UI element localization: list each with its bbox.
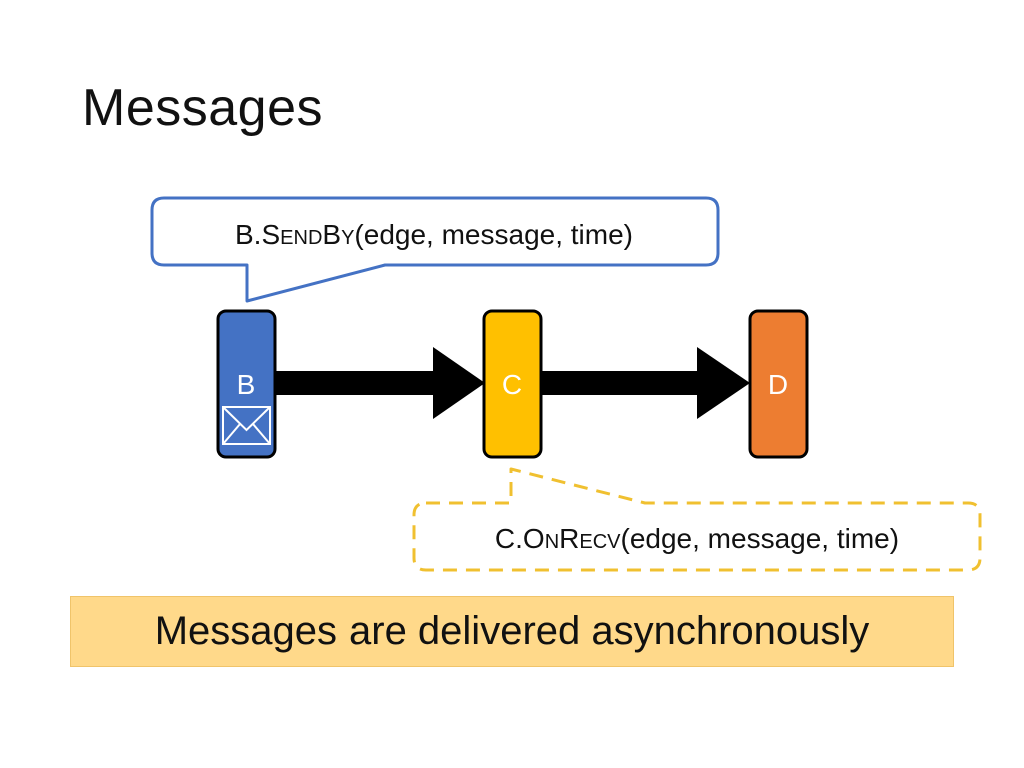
- arrow-b-to-c-shaft: [275, 371, 435, 395]
- recv-callout-method-initial: O: [523, 523, 545, 554]
- recv-callout-args: (edge, message, time): [621, 523, 900, 554]
- envelope-icon: [222, 406, 271, 445]
- arrow-b-to-c-head: [433, 347, 485, 419]
- send-callout-text: B.SENDBY(edge, message, time): [235, 219, 633, 250]
- send-callout-method-smallcaps-1: END: [280, 227, 322, 249]
- send-callout-method-initial: S: [261, 219, 280, 250]
- caption-banner: Messages are delivered asynchronously: [70, 596, 954, 667]
- send-callout-shape: [150, 196, 720, 303]
- node-d-label: D: [768, 369, 788, 400]
- node-c-box: [482, 309, 543, 459]
- recv-callout-prefix: C.: [495, 523, 523, 554]
- caption-rest: are delivered asynchronously: [349, 609, 870, 653]
- node-d-box: [748, 309, 809, 459]
- node-b-label: B: [237, 369, 256, 400]
- arrow-c-to-d-head: [697, 347, 750, 419]
- recv-callout-method-smallcaps-2: ECV: [579, 531, 621, 553]
- send-callout-method-smallcaps-2: Y: [341, 227, 354, 249]
- node-b: B: [216, 309, 277, 459]
- send-callout-prefix: B.: [235, 219, 261, 250]
- node-c: C: [482, 309, 543, 459]
- recv-callout-text: C.ONRECV(edge, message, time): [495, 523, 899, 554]
- node-d: D: [748, 309, 809, 459]
- recv-callout-method-initial-2: R: [559, 523, 579, 554]
- recv-callout-shape: [412, 467, 982, 572]
- recv-callout: C.ONRECV(edge, message, time): [412, 467, 982, 572]
- arrow-c-to-d-shaft: [541, 371, 699, 395]
- node-c-label: C: [502, 369, 522, 400]
- arrow-b-to-c: [275, 347, 485, 419]
- send-callout-args: (edge, message, time): [354, 219, 633, 250]
- slide-title: Messages: [82, 79, 323, 137]
- arrow-c-to-d: [541, 347, 750, 419]
- recv-callout-method-smallcaps-1: N: [545, 531, 559, 553]
- send-callout: B.SENDBY(edge, message, time): [150, 196, 720, 303]
- send-callout-method-initial-2: B: [322, 219, 341, 250]
- caption-lead: Messages: [154, 609, 337, 653]
